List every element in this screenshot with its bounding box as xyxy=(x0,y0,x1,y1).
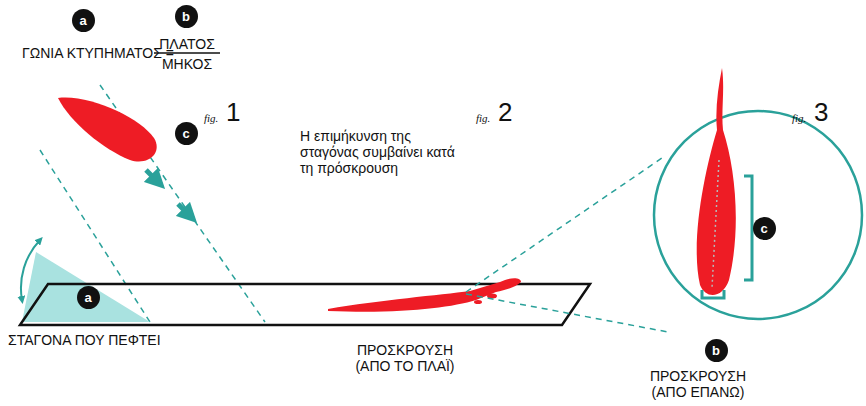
width-bracket xyxy=(702,290,724,298)
magnifier-line xyxy=(466,158,662,292)
callout-letter: b xyxy=(712,344,720,357)
callout-circle: b xyxy=(705,339,728,362)
callout-letter: c xyxy=(760,222,767,235)
figure-label: 1 xyxy=(226,98,240,128)
figure-label: fig. xyxy=(476,112,490,125)
callout-circle: c xyxy=(753,217,776,240)
impact-stain-top xyxy=(697,68,736,295)
figure-label: 2 xyxy=(498,98,512,128)
length-bracket xyxy=(744,176,752,280)
callout-circle: a xyxy=(77,286,100,309)
caption-label: ΠΡΟΣΚΡΟΥΣΗ (ΑΠΟ ΤΟ ΠΛΑΪ) xyxy=(343,342,467,374)
figure-label: fig. xyxy=(792,112,806,125)
direction-arrow xyxy=(146,170,158,182)
satellite-drop xyxy=(474,300,482,304)
falling-drop xyxy=(58,98,157,162)
direction-arrow xyxy=(178,204,190,216)
formula-label: ΓΩΝΙΑ ΚΤΥΠΗΜΑΤΟΣ = xyxy=(22,45,174,61)
magnifier-line xyxy=(466,294,668,332)
caption-label: ΠΡΟΣΚΡΟΥΣΗ (ΑΠΟ ΕΠΑΝΩ) xyxy=(636,368,760,400)
callout-letter: c xyxy=(182,127,189,140)
angle-arrow xyxy=(21,240,40,300)
angle-wedge xyxy=(22,252,150,322)
callout-letter: b xyxy=(182,10,190,23)
callout-circle: b xyxy=(175,5,198,28)
magnifier-circle xyxy=(654,111,862,319)
callout-circle: c xyxy=(175,122,198,145)
callout-letter: a xyxy=(84,291,91,304)
impact-stain-side xyxy=(328,278,521,312)
figure-label: 3 xyxy=(814,98,828,128)
caption-label: ΣΤΑΓΟΝΑ ΠΟΥ ΠΕΦΤΕΙ xyxy=(8,332,161,348)
length-axis xyxy=(712,160,719,288)
figure-label: fig. xyxy=(204,112,218,125)
callout-letter: a xyxy=(79,14,86,27)
callout-circle: a xyxy=(72,9,95,32)
formula-term: ΠΛΑΤΟΣ xyxy=(159,36,215,52)
impact-surface xyxy=(20,284,590,325)
note-text: Η επιμήκυνση της σταγόνας συμβαίνει κατά… xyxy=(300,128,470,176)
formula-term: ΜΗΚΟΣ xyxy=(162,56,212,72)
